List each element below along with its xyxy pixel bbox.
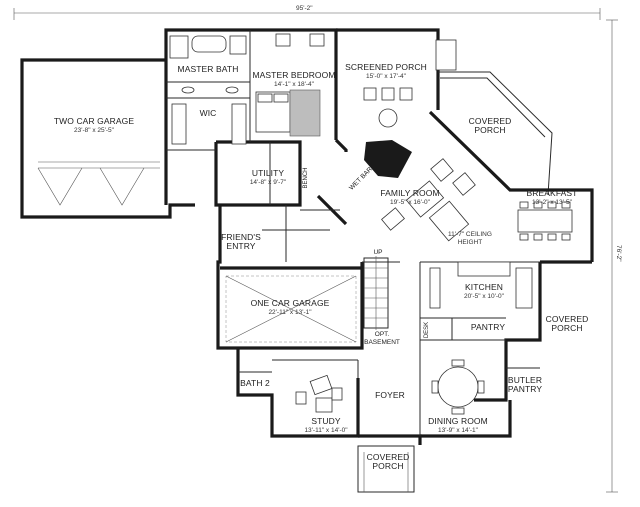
label-two-car-garage: TWO CAR GARAGE — [54, 116, 134, 126]
label-up: UP — [373, 249, 382, 256]
screened-porch-furniture — [363, 39, 457, 128]
overall-width-label: 95'-2" — [296, 5, 313, 12]
label-one-car-garage: ONE CAR GARAGE — [251, 298, 330, 308]
label-foyer: FOYER — [375, 390, 405, 400]
size-kitchen: 20'-5" x 10'-0" — [464, 293, 505, 300]
label-bath2: BATH 2 — [240, 378, 270, 388]
breakfast-furniture — [517, 201, 573, 241]
front-covered-porch — [357, 445, 415, 493]
size-utility: 14'-8" x 9'-7" — [250, 179, 287, 186]
study-furniture — [295, 374, 343, 413]
size-screened-porch: 15'-0" x 17'-4" — [366, 73, 407, 80]
label-covered-porch-rear-1: COVERED — [469, 116, 512, 126]
kitchen-fixtures — [429, 261, 533, 309]
family-room-furniture — [381, 158, 476, 242]
note-ceiling-1: 11'-7" CEILING — [448, 231, 492, 238]
label-covered-porch-front-2: PORCH — [372, 461, 403, 471]
fireplace — [364, 140, 412, 178]
label-master-bedroom: MASTER BEDROOM — [252, 70, 335, 80]
master-bath-fixtures — [169, 35, 247, 145]
label-covered-porch-side-1: COVERED — [546, 314, 589, 324]
room-labels: TWO CAR GARAGE 23'-8" x 25'-5" MASTER BA… — [54, 62, 589, 471]
size-master-bedroom: 14'-1" x 18'-4" — [274, 81, 315, 88]
label-covered-porch-side-2: PORCH — [551, 323, 582, 333]
label-opt-basement-2: BASEMENT — [364, 339, 400, 346]
overall-width-dimension: 95'-2" — [13, 5, 601, 20]
label-kitchen: KITCHEN — [465, 282, 503, 292]
label-covered-porch-front-1: COVERED — [367, 452, 410, 462]
label-utility: UTILITY — [252, 168, 285, 178]
garage-doors — [37, 161, 160, 206]
size-study: 13'-11" x 14'-0" — [304, 427, 348, 434]
label-wic: WIC — [200, 108, 217, 118]
label-covered-porch-rear-2: PORCH — [474, 125, 505, 135]
label-screened-porch: SCREENED PORCH — [345, 62, 427, 72]
label-butler-pantry-2: PANTRY — [508, 384, 543, 394]
master-bedroom-furniture — [255, 33, 325, 137]
overall-depth-dimension: 76'-2" — [606, 19, 622, 493]
size-breakfast: 13'-2" x 13'-5" — [532, 199, 573, 206]
label-master-bath: MASTER BATH — [178, 64, 239, 74]
one-car-garage-hatch — [225, 275, 357, 343]
label-opt-basement-1: OPT. — [375, 331, 390, 338]
label-breakfast: BREAKFAST — [527, 188, 578, 198]
size-family-room: 19'-5" x 16'-0" — [390, 199, 431, 206]
label-wet-bar: WET BAR — [348, 166, 374, 192]
label-desk: DESK — [424, 322, 430, 338]
label-friends-entry-1: FRIEND'S — [221, 232, 261, 242]
note-ceiling-2: HEIGHT — [458, 239, 483, 246]
label-friends-entry-2: ENTRY — [226, 241, 255, 251]
dining-room-furniture — [431, 359, 485, 415]
size-one-car-garage: 22'-11" x 13'-1" — [268, 309, 312, 316]
label-dining-room: DINING ROOM — [428, 416, 488, 426]
size-two-car-garage: 23'-8" x 25'-5" — [74, 127, 115, 134]
label-butler-pantry-1: BUTLER — [508, 375, 542, 385]
size-dining-room: 13'-9" x 14'-1" — [438, 427, 479, 434]
overall-depth-label: 76'-2" — [615, 245, 622, 262]
label-family-room: FAMILY ROOM — [380, 188, 439, 198]
interior-walls — [166, 30, 540, 436]
label-study: STUDY — [311, 416, 341, 426]
label-bench: BENCH — [303, 167, 309, 188]
label-pantry: PANTRY — [471, 322, 506, 332]
stairs — [363, 256, 389, 330]
